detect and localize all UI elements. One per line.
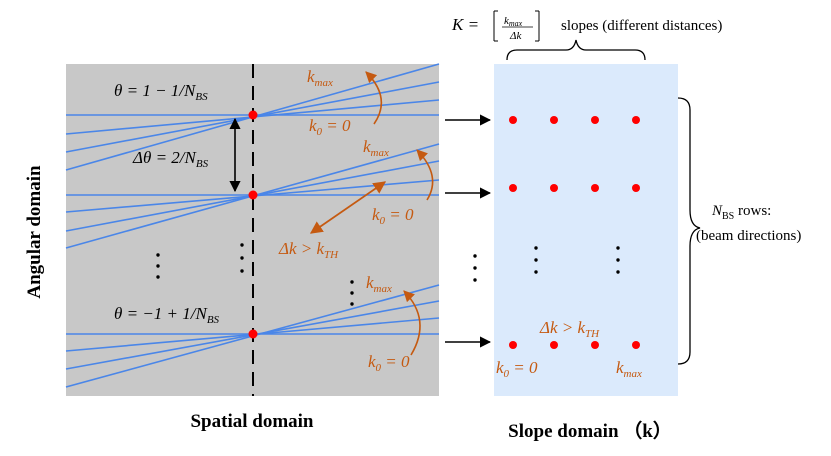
slope-point xyxy=(591,116,599,124)
k0-label-bottom: k0 = 0 xyxy=(368,352,410,374)
slope-domain-panel xyxy=(494,64,678,396)
svg-text:Δk: Δk xyxy=(509,30,522,42)
k-range-arc-top xyxy=(365,71,383,125)
slope-domain-label: Slope domain （k） xyxy=(508,419,672,442)
ellipsis-slope xyxy=(534,246,620,274)
slope-point xyxy=(550,184,558,192)
slope-k0-label: k0 = 0 xyxy=(496,358,538,380)
slope-delta-k-label: Δk > kTH xyxy=(539,318,600,340)
svg-text:slopes (different distances): slopes (different distances) xyxy=(561,18,722,34)
spatial-domain-label: Spatial domain xyxy=(190,411,313,432)
k-max-label-bottom: kmax xyxy=(366,273,392,295)
delta-theta-label: Δθ = 2/NBS xyxy=(132,148,209,170)
k0-label-top: k0 = 0 xyxy=(309,116,351,138)
slope-point xyxy=(591,341,599,349)
slope-point xyxy=(509,341,517,349)
k-range-arc-middle xyxy=(416,149,434,201)
right-brace xyxy=(677,97,701,365)
top-brace xyxy=(506,39,646,61)
beam-origin-top xyxy=(248,110,258,120)
svg-text:kmax: kmax xyxy=(504,15,523,28)
slope-point xyxy=(509,116,517,124)
slope-point xyxy=(632,341,640,349)
k-max-label-top: kmax xyxy=(307,67,333,89)
k-range-arc-bottom xyxy=(403,290,421,356)
slope-point xyxy=(632,116,640,124)
k0-label-middle: k0 = 0 xyxy=(372,205,414,227)
theta-bottom-label: θ = −1 + 1/NBS xyxy=(114,304,220,326)
angular-domain-label: Angular domain xyxy=(24,165,45,299)
k-max-label-middle: kmax xyxy=(363,137,389,159)
slope-point xyxy=(632,184,640,192)
ellipsis-spatial xyxy=(156,243,354,306)
slope-kmax-label: kmax xyxy=(616,358,642,380)
delta-k-arrow xyxy=(309,181,387,234)
ellipsis-between xyxy=(473,254,477,282)
slope-point xyxy=(550,116,558,124)
slope-point xyxy=(591,184,599,192)
delta-k-threshold-label: Δk > kTH xyxy=(278,239,339,261)
slope-grid-points xyxy=(509,116,640,349)
svg-text:K =: K = xyxy=(451,15,479,34)
rows-desc-label: (beam directions) xyxy=(696,228,801,244)
K-formula: K = kmax Δk slopes (different distances) xyxy=(451,10,722,42)
slope-point xyxy=(550,341,558,349)
beam-origin-bottom xyxy=(248,329,258,339)
rows-count-label: NBS rows: xyxy=(711,203,771,222)
beam-origin-middle xyxy=(248,190,258,200)
slope-point xyxy=(509,184,517,192)
theta-top-label: θ = 1 − 1/NBS xyxy=(114,81,208,103)
